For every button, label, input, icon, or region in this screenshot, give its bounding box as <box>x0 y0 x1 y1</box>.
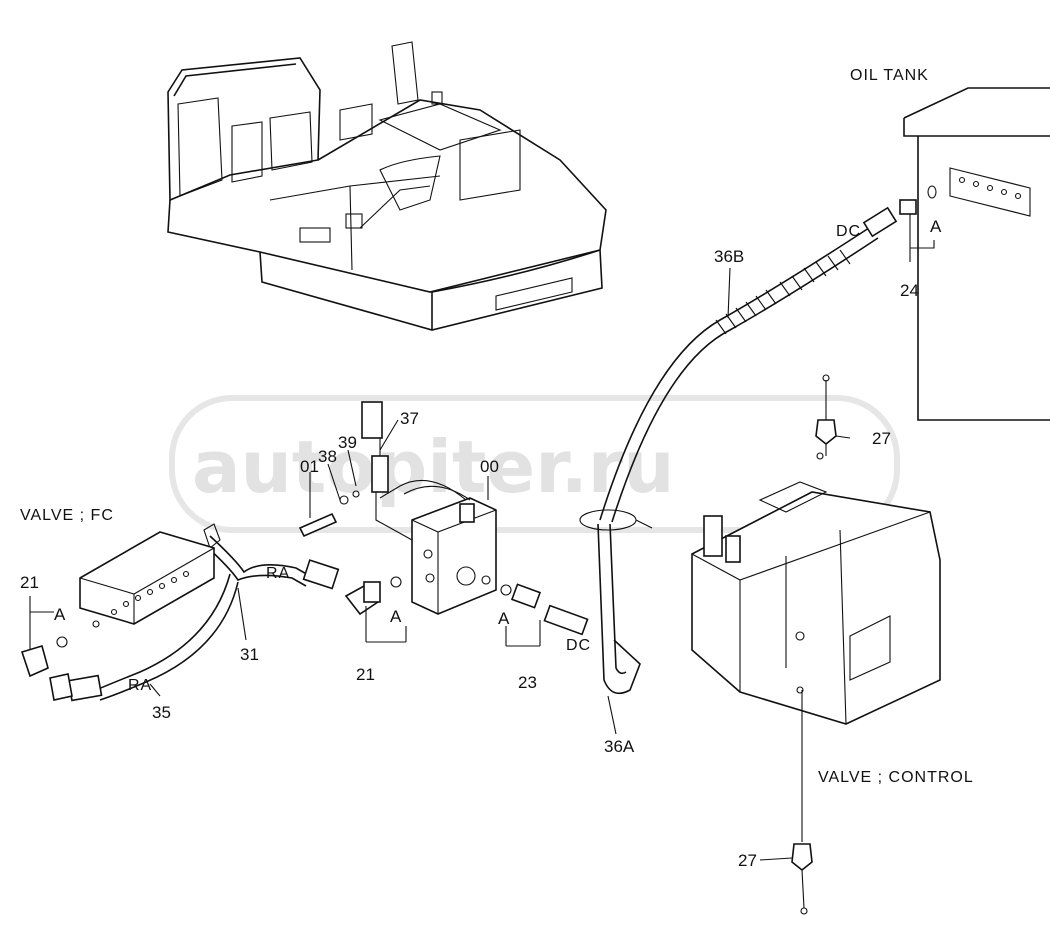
label-part-01: 01 <box>300 457 319 476</box>
label-valve-control: VALVE ; CONTROL <box>818 769 974 786</box>
hose-35 <box>49 573 239 702</box>
fittings-21-mid <box>344 576 402 616</box>
label-part-31: 31 <box>240 645 259 664</box>
solenoid-valve-block <box>298 401 497 615</box>
label-ra-1: RA <box>266 565 290 582</box>
watermark: autopiter.ru <box>169 395 900 533</box>
label-a-mid: A <box>390 607 402 626</box>
label-part-37: 37 <box>400 409 419 428</box>
label-valve-fc: VALVE ; FC <box>20 507 114 524</box>
label-part-35: 35 <box>152 703 171 722</box>
label-part-36b: 36B <box>714 247 744 266</box>
oil-tank <box>903 87 1050 421</box>
label-dc-2: DC <box>566 637 591 654</box>
valve-control <box>691 452 941 725</box>
label-a-left: A <box>54 605 66 624</box>
label-part-24: 24 <box>900 281 919 300</box>
label-part-27-top: 27 <box>872 429 891 448</box>
label-oil-tank: OIL TANK <box>850 67 929 84</box>
leader-lines <box>29 214 935 861</box>
labels: OIL TANK VALVE ; FC VALVE ; CONTROL 00 0… <box>20 67 974 870</box>
hose-31 <box>203 523 340 590</box>
label-part-38: 38 <box>318 447 337 466</box>
label-part-21-mid: 21 <box>356 665 375 684</box>
valve-fc <box>20 531 215 678</box>
label-part-00: 00 <box>480 457 499 476</box>
label-part-27-bottom: 27 <box>738 851 757 870</box>
fittings-23 <box>500 583 542 609</box>
label-ra-2: RA <box>128 677 152 694</box>
excavator-overview <box>167 41 607 331</box>
label-part-36a: 36A <box>604 737 635 756</box>
label-a-right: A <box>498 609 510 628</box>
label-part-39: 39 <box>338 433 357 452</box>
hose-36b <box>599 185 937 523</box>
hose-36a <box>543 509 653 695</box>
label-dc-1: DC <box>836 223 861 240</box>
label-a-tank: A <box>930 217 942 236</box>
label-part-21-left: 21 <box>20 573 39 592</box>
label-part-23: 23 <box>518 673 537 692</box>
watermark-text: autopiter.ru <box>192 425 675 509</box>
sensors-27 <box>791 374 837 915</box>
